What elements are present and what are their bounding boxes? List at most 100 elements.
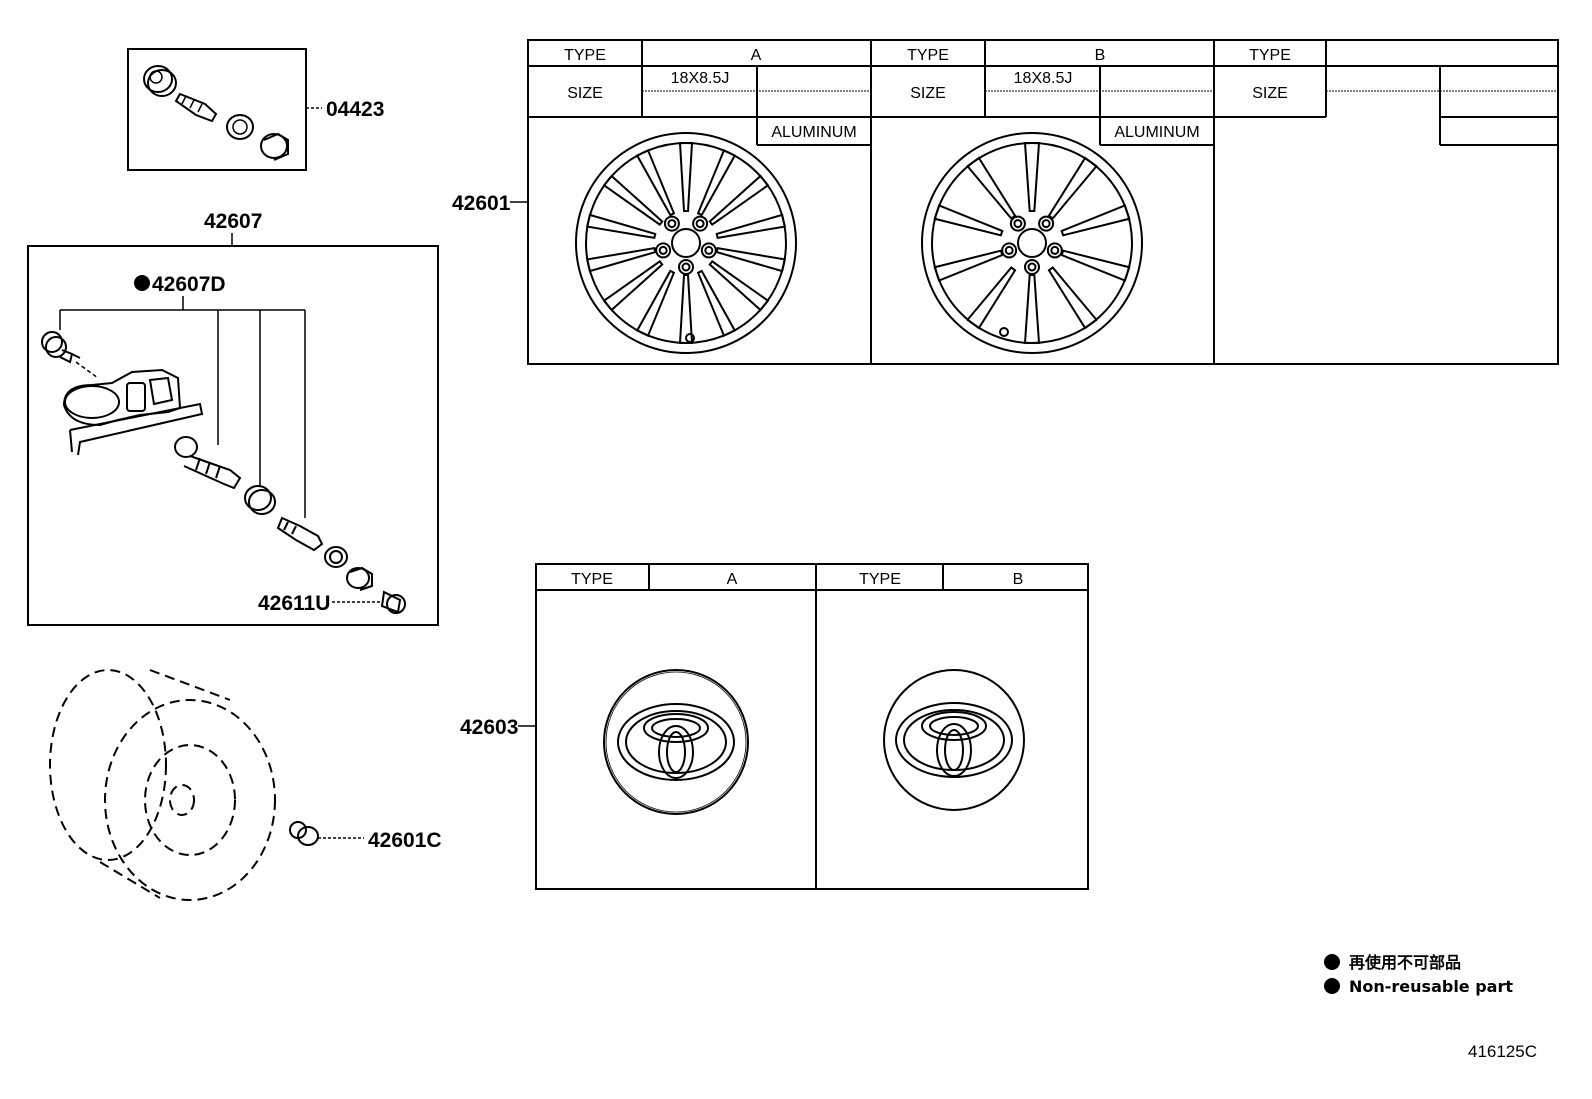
screw-leader: [75, 361, 99, 379]
cap-type-value-b: B: [1013, 571, 1024, 588]
wheel-a-icon: [575, 132, 797, 354]
part-number-42611U: 42611U: [258, 592, 330, 615]
wheel-spoke: [1023, 142, 1041, 212]
wheel-spoke: [966, 266, 1017, 330]
valve-grommet-icon: [143, 65, 177, 97]
lug-nut: [692, 215, 709, 232]
cap-type-value-a: A: [727, 571, 738, 588]
wheel-type-value-a: A: [751, 47, 762, 64]
wheel-spoke: [602, 260, 664, 312]
lug-nut-inner: [1027, 262, 1037, 272]
wheel-material-b: ALUMINUM: [1114, 124, 1199, 141]
wheel-size-label-c: SIZE: [1252, 85, 1288, 102]
cap-type-label-a: TYPE: [571, 571, 613, 588]
sensor-washer-icon: [324, 546, 348, 568]
non-reusable-bullet-icon: [134, 275, 150, 291]
part-number-04423: 04423: [326, 98, 384, 121]
balance-weight-icon: [289, 821, 319, 846]
lug-nut: [700, 242, 717, 259]
wheel-spoke: [678, 274, 694, 344]
lug-nut: [655, 242, 672, 259]
wheel-spoke: [715, 213, 787, 239]
wheel-spoke: [678, 142, 694, 212]
wheel-spoke: [1023, 274, 1041, 344]
part-number-42607D: 42607D: [152, 273, 226, 296]
subkit-bracket: [59, 296, 306, 518]
legend-bullet-icon: [1324, 954, 1340, 970]
sensor-grommet-icon: [244, 485, 276, 515]
valve-washer-icon: [226, 114, 254, 140]
cap-table-grid: [535, 563, 1089, 890]
lug-nut-inner: [1050, 245, 1060, 255]
wheel-spoke: [635, 269, 676, 338]
wheel-size-value-a: 18X8.5J: [671, 70, 730, 87]
lug-nut: [1046, 242, 1063, 259]
wheel-spoke: [1047, 266, 1098, 330]
center-cap-b-icon: [883, 669, 1025, 811]
lug-nut-inner: [1013, 219, 1023, 229]
wheel-b-icon: [921, 132, 1143, 354]
valve-stem-icon: [174, 92, 218, 123]
legend-line-ja: 再使用不可部品: [1349, 953, 1461, 972]
wheel-type-label-a: TYPE: [564, 47, 606, 64]
part-number-42601: 42601: [452, 192, 511, 215]
wheel-spoke: [933, 204, 1004, 237]
wheel-spoke: [966, 156, 1017, 220]
lug-nut: [663, 215, 680, 232]
valve-kit-group: 04423: [127, 48, 384, 171]
lug-nut-inner: [704, 245, 714, 255]
part-number-42601C: 42601C: [368, 829, 442, 852]
lug-nut: [1001, 242, 1018, 259]
lug-nut-inner: [658, 245, 668, 255]
wheel-spoke: [696, 148, 737, 217]
wheel-size-label-a: SIZE: [567, 85, 603, 102]
wheel-type-value-b: B: [1095, 47, 1106, 64]
wheel-type-label-b: TYPE: [907, 47, 949, 64]
lug-nut-inner: [695, 219, 705, 229]
tpms-sensor-icon: [62, 368, 204, 456]
valve-kit-frame: [127, 48, 307, 171]
lug-nut-inner: [667, 219, 677, 229]
center-cap-table: 42603 TYPE A TYPE B: [460, 563, 1089, 890]
sensor-assy-frame: [27, 245, 439, 626]
toyota-emblem-icon: [617, 703, 735, 781]
sensor-nut-icon: [346, 566, 373, 591]
cap-type-label-b: TYPE: [859, 571, 901, 588]
wheel-table-grid: [527, 39, 1559, 365]
lug-nut-inner: [1041, 219, 1051, 229]
legend-bullet-icon: [1324, 978, 1340, 994]
wheel-spoke: [602, 174, 664, 226]
wheel-spoke: [715, 247, 787, 273]
sensor-screw-icon: [41, 331, 81, 364]
sensor-valve-stem-icon: [174, 436, 242, 490]
wheel-spoke: [708, 260, 770, 312]
wheel-spoke: [1060, 204, 1131, 237]
valve-nut-icon: [260, 132, 289, 161]
wheel-table: 42601: [452, 39, 1559, 365]
sensor-assy-group: 42607 42607D: [27, 210, 439, 626]
wheel-spoke: [635, 148, 676, 217]
wheel-type-label-c: TYPE: [1249, 47, 1291, 64]
wheel-spoke: [696, 269, 737, 338]
wheel-size-label-b: SIZE: [910, 85, 946, 102]
wheel-spoke: [933, 249, 1004, 282]
lug-nut: [1038, 215, 1055, 232]
valve-core-icon: [276, 516, 324, 552]
wheel-spoke: [1047, 156, 1098, 220]
legend: 再使用不可部品 Non-reusable part: [1324, 953, 1513, 996]
wheel-material-a: ALUMINUM: [771, 124, 856, 141]
lug-nut-inner: [1004, 245, 1014, 255]
valve-cap-icon: [380, 590, 406, 614]
lug-nut: [1024, 259, 1040, 275]
toyota-emblem-icon: [895, 702, 1013, 778]
diagram-code: 416125C: [1468, 1042, 1537, 1061]
wheel-spoke: [708, 174, 770, 226]
wheel-spoke: [585, 247, 657, 273]
lug-nut-inner: [681, 262, 691, 272]
part-number-42603: 42603: [460, 716, 518, 739]
tire-phantom-icon: [49, 669, 276, 901]
part-number-42607: 42607: [204, 210, 262, 233]
center-cap-a-icon: [603, 669, 749, 815]
legend-line-en: Non-reusable part: [1349, 977, 1513, 996]
